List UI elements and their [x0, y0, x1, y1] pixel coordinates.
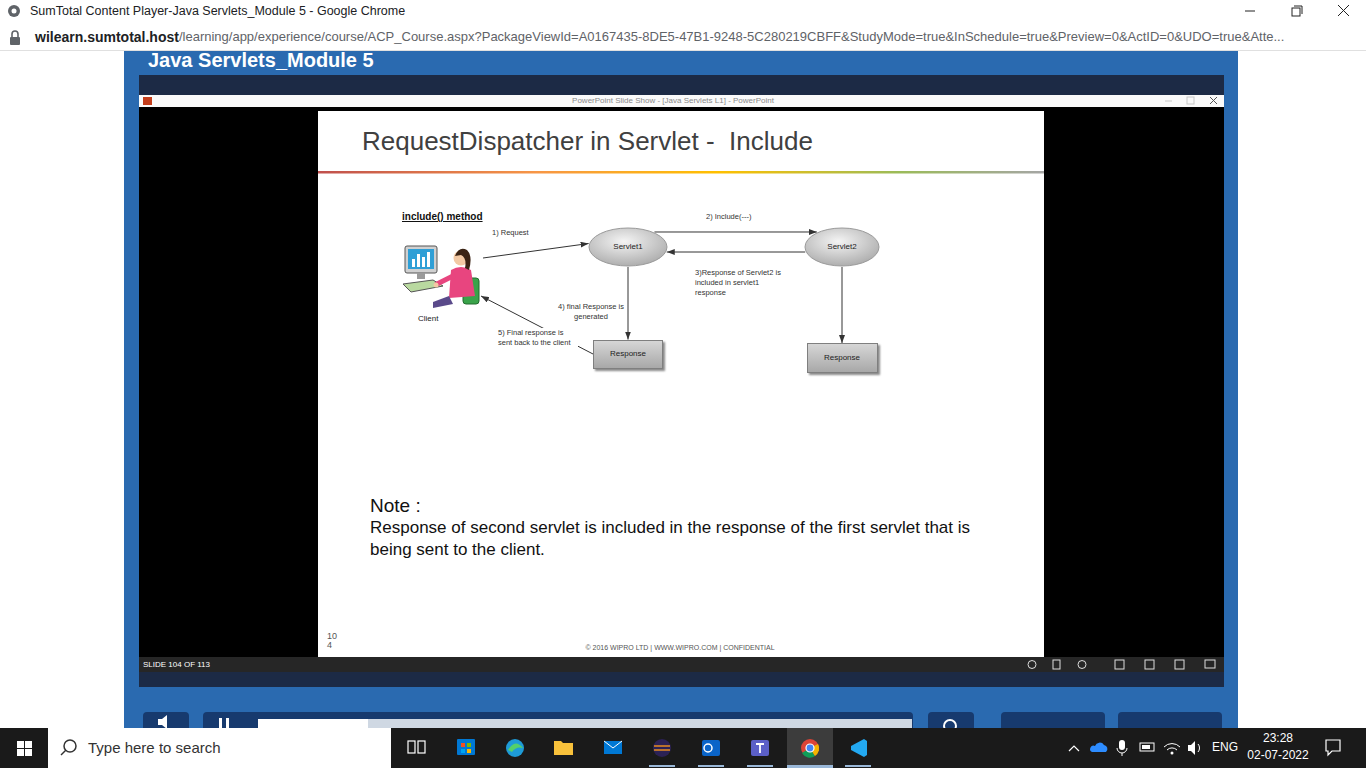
node-label: Response [824, 353, 860, 363]
response-box: Response [593, 340, 663, 369]
slide-number: 10 4 [327, 632, 341, 650]
client-label: Client [418, 314, 483, 324]
node-label: Servlet2 [827, 242, 856, 252]
slideshow-ground [139, 107, 1224, 657]
method-heading: include() method [402, 211, 483, 223]
window-title: SumTotal Content Player-Java Servlets_Mo… [30, 4, 405, 18]
url-host: wilearn.sumtotal.host [35, 29, 179, 45]
node-label: Response [610, 349, 646, 359]
browser-chrome [0, 5, 1366, 51]
slide-title: RequestDispatcher in Servlet - Include [362, 127, 813, 157]
clock-time: 23:28 [1263, 732, 1293, 746]
slide-counter: SLIDE 104 OF 113 [143, 660, 210, 669]
connector-arrow [654, 231, 816, 232]
language-indicator: ENG [1212, 741, 1238, 755]
search-placeholder: Type here to search [88, 739, 221, 756]
step-label: 3)Response of Servlet2 is included in se… [695, 268, 789, 297]
window-caption: PowerPoint Slide Show - [Java Servlets L… [572, 96, 774, 105]
url-path: /learning/app/experience/course/ACP_Cour… [179, 30, 1284, 45]
player-frame [139, 75, 1224, 687]
windows-taskbar [0, 728, 1366, 768]
step-label: 4) final Response is generated [558, 302, 624, 322]
course-heading: Java Servlets_Module 5 [148, 49, 374, 72]
step-label: 2) Include(---) [706, 212, 751, 222]
course-panel [124, 51, 1238, 728]
servlet-ellipse: Servlet2 [804, 227, 880, 267]
response-box: Response [807, 343, 878, 373]
slide-footer: © 2016 WIPRO LTD | WWW.WIPRO.COM | CONFI… [585, 644, 774, 652]
connector-arrow [842, 267, 843, 343]
connector-arrow [628, 267, 629, 340]
note-text: Response of second servlet is included i… [370, 517, 982, 561]
servlet-ellipse: Servlet1 [588, 227, 668, 267]
node-label: Servlet1 [613, 242, 642, 252]
slideshow-statusbar [139, 657, 1224, 672]
connector-arrow [483, 244, 589, 258]
title-rule [318, 171, 1044, 174]
step-label: 1) Request [492, 228, 529, 238]
connector-arrow [667, 252, 805, 253]
client-figure: Client [403, 240, 483, 324]
client-illustration [403, 246, 479, 308]
step-label: 5) Final response is sent back to the cl… [498, 328, 578, 348]
slide [318, 111, 1044, 657]
note-heading: Note : [370, 495, 421, 517]
clock-date: 02-07-2022 [1247, 749, 1308, 763]
slideshow-titlebar [139, 95, 1224, 107]
